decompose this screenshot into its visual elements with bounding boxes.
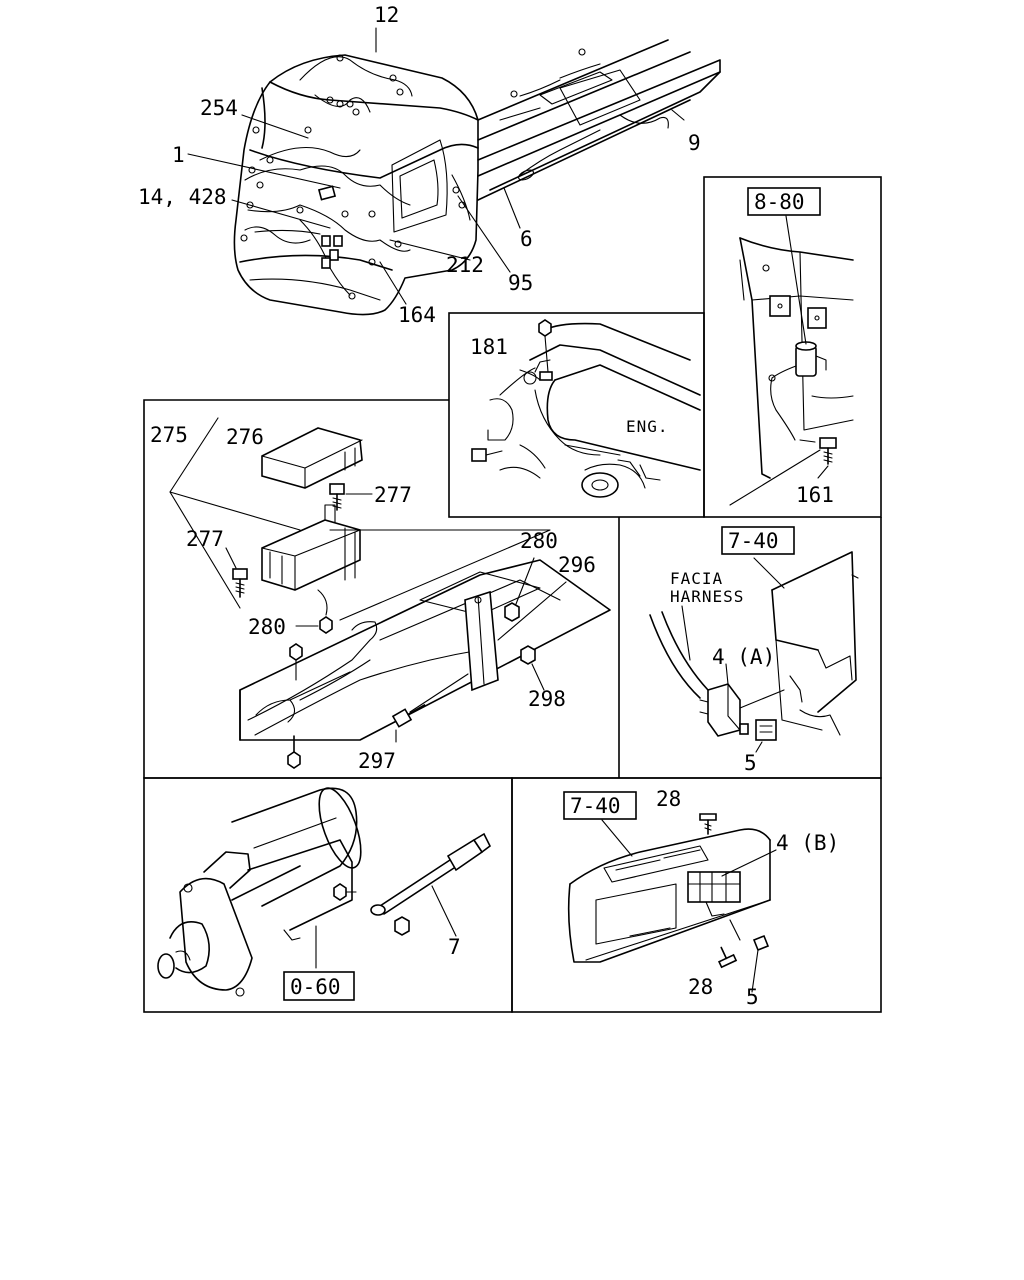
ref-box-8-80 — [747, 187, 821, 216]
ref-box-7-40-b — [563, 791, 637, 820]
callout-labels: 12 254 1 14, 428 9 6 95 212 164 181 ENG.… — [138, 3, 839, 1009]
label-part-28-upper: 28 — [656, 787, 681, 811]
panel-frames — [143, 176, 882, 1013]
label-part-7: 7 — [448, 935, 461, 959]
label-part-12: 12 — [374, 3, 399, 27]
label-part-5-a: 5 — [744, 751, 757, 775]
label-part-277-lower: 277 — [186, 527, 224, 551]
label-part-4b: 4 (B) — [776, 831, 839, 855]
label-part-164: 164 — [398, 303, 436, 327]
panel-frame-instrument — [511, 777, 882, 1013]
label-part-181: 181 — [470, 335, 508, 359]
label-part-296: 296 — [558, 553, 596, 577]
label-part-298: 298 — [528, 687, 566, 711]
panel-8-80-illustration — [729, 215, 854, 506]
label-engine: ENG. — [626, 417, 669, 436]
ref-box-0-60 — [283, 971, 355, 1001]
label-part-275: 275 — [150, 423, 188, 447]
panel-7-40-a-illustration — [649, 551, 859, 753]
label-part-9: 9 — [688, 131, 701, 155]
label-ref-8-80: 8-80 — [754, 190, 805, 214]
label-ref-0-60: 0-60 — [290, 975, 341, 999]
ref-box-7-40-a — [721, 526, 795, 555]
label-part-276: 276 — [226, 425, 264, 449]
label-part-297: 297 — [358, 749, 396, 773]
label-part-14-428: 14, 428 — [138, 185, 227, 209]
panel-frame-8-80 — [703, 176, 882, 518]
label-part-4a: 4 (A) — [712, 645, 775, 669]
label-part-280-lower: 280 — [248, 615, 286, 639]
label-part-254: 254 — [200, 96, 238, 120]
panel-7-40-b-illustration — [567, 813, 777, 993]
label-ref-7-40-b: 7-40 — [570, 794, 621, 818]
label-part-28-lower: 28 — [688, 975, 713, 999]
label-part-280-upper: 280 — [520, 529, 558, 553]
label-part-95: 95 — [508, 271, 533, 295]
label-harness: HARNESS — [670, 587, 744, 606]
label-part-5-b: 5 — [746, 985, 759, 1009]
label-part-6: 6 — [520, 227, 533, 251]
leader-lines-top — [187, 27, 685, 305]
panel-engine-illustration — [471, 319, 701, 498]
label-part-161: 161 — [796, 483, 834, 507]
panel-275-illustration — [169, 417, 611, 769]
label-part-212: 212 — [446, 253, 484, 277]
panel-starter-illustration — [157, 787, 492, 997]
truck-cab-illustration — [233, 39, 721, 316]
label-ref-7-40-a: 7-40 — [728, 529, 779, 553]
panel-frame-engine — [448, 312, 705, 518]
label-part-277-upper: 277 — [374, 483, 412, 507]
label-facia: FACIA — [670, 569, 723, 588]
label-part-1: 1 — [172, 143, 185, 167]
